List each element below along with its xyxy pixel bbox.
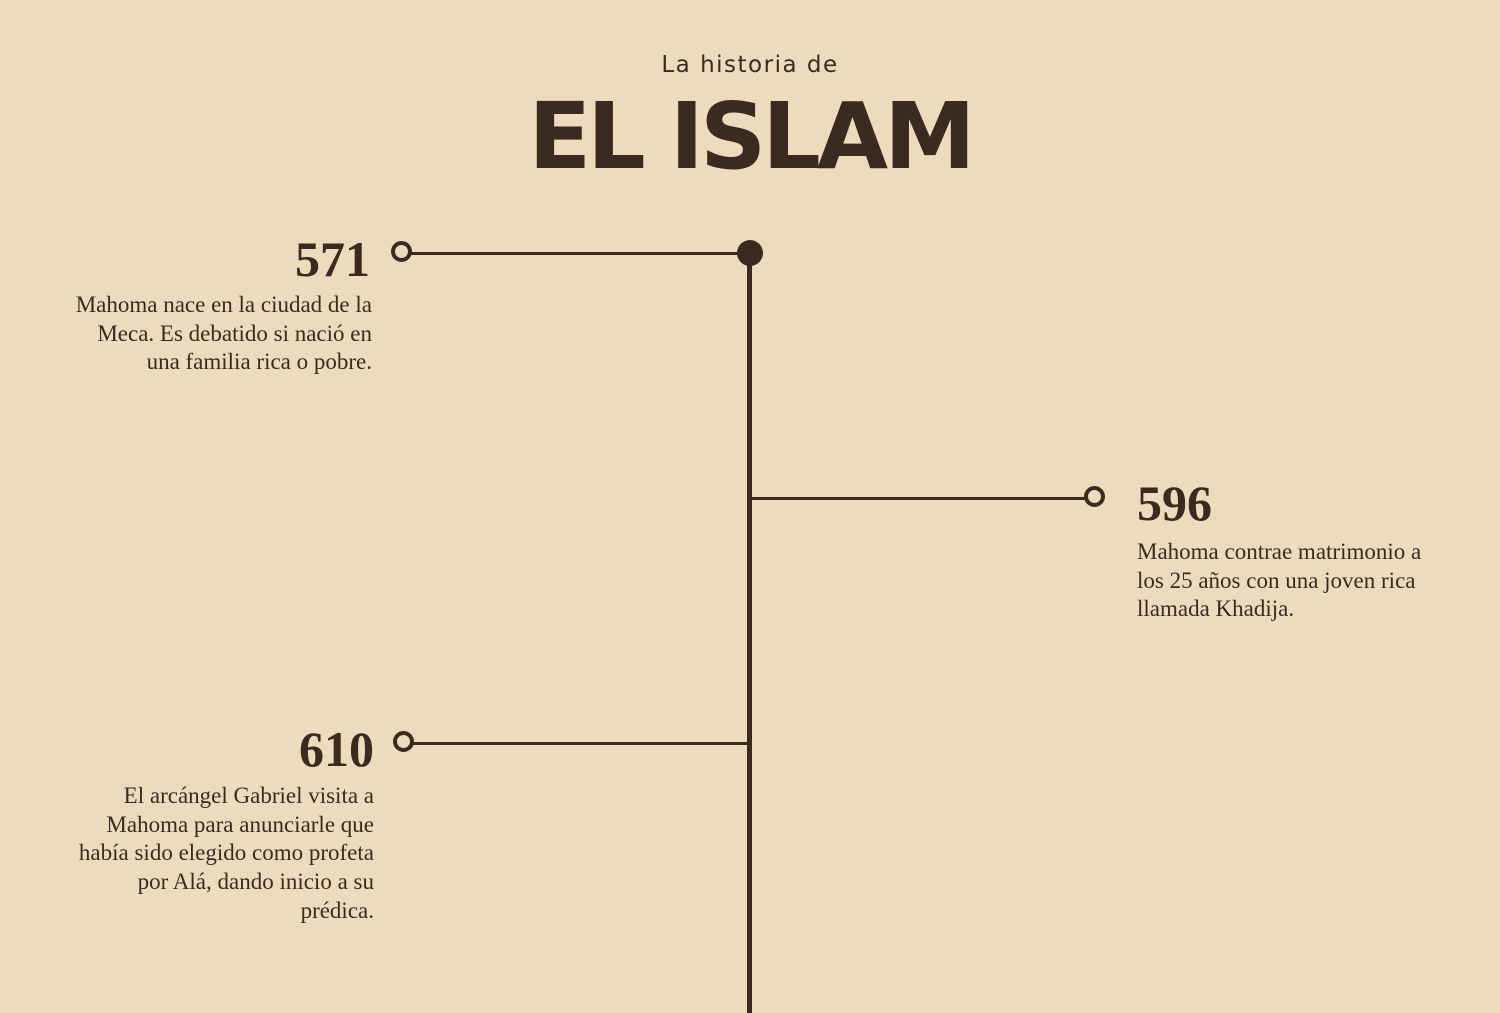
connector-line	[750, 497, 1096, 500]
event-description: El arcángel Gabriel visita a Mahoma para…	[0, 782, 374, 926]
description-line: El arcángel Gabriel visita a	[123, 783, 374, 808]
connector-line	[407, 742, 750, 745]
event-description: Mahoma contrae matrimonio a los 25 años …	[1137, 538, 1421, 624]
event-marker-ring-icon	[391, 241, 412, 262]
description-line: Mahoma nace en la ciudad de la	[75, 292, 372, 317]
event-year: 571	[295, 231, 370, 287]
description-line: había sido elegido como profeta	[78, 840, 374, 866]
timeline-spine	[747, 253, 752, 1013]
description-line: Mahoma para anunciarle que	[106, 811, 374, 837]
description-line: una familia rica o pobre.	[146, 349, 372, 375]
event-marker-ring-icon	[393, 731, 414, 752]
event-year: 596	[1137, 475, 1212, 531]
event-description: Mahoma nace en la ciudad de la Meca. Es …	[0, 291, 372, 377]
description-line: llamada Khadija.	[1137, 596, 1295, 622]
connector-line	[405, 252, 750, 255]
description-line: los 25 años con una joven rica	[1137, 567, 1416, 593]
event-marker-ring-icon	[1084, 486, 1105, 507]
description-line: por Alá, dando inicio a su	[137, 869, 374, 895]
subtitle: La historia de	[661, 52, 839, 78]
event-year: 610	[299, 721, 374, 777]
description-line: prédica.	[300, 897, 374, 923]
description-line: Mahoma contrae matrimonio a	[1137, 539, 1422, 564]
description-line: Meca. Es debatido si nació en	[97, 320, 372, 346]
page-title: EL ISLAM	[528, 83, 975, 190]
